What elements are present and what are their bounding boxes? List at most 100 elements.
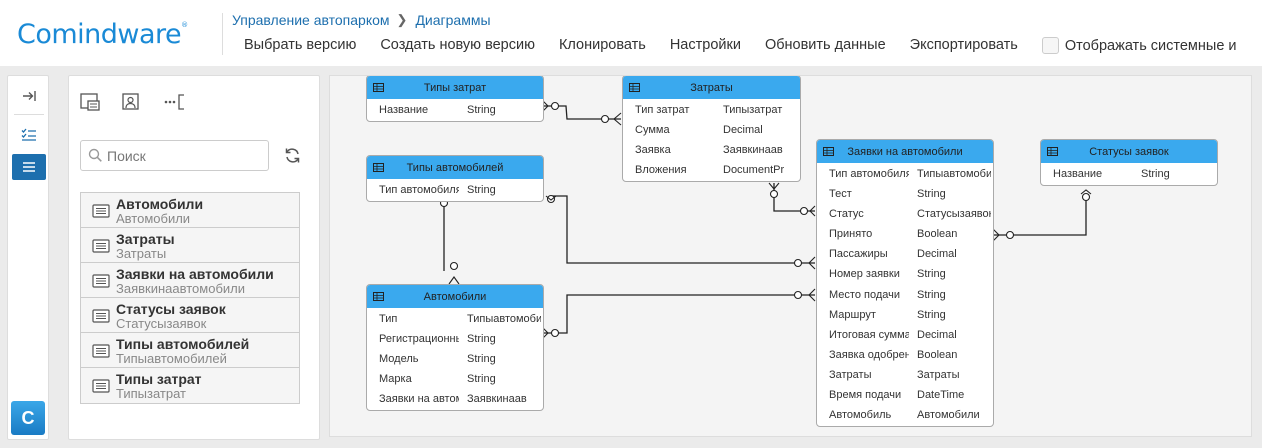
field-type: String — [467, 104, 496, 116]
export-button[interactable]: Экспортировать — [909, 37, 1018, 53]
table-icon — [373, 292, 384, 304]
show-system-checkbox[interactable]: Отображать системные и — [1041, 37, 1237, 54]
breadcrumb: Управление автопарком ❯ Диаграммы — [232, 12, 491, 28]
entity-title: Затраты — [690, 81, 733, 94]
field-name: Вложения — [635, 164, 687, 177]
collapse-icon[interactable] — [12, 83, 46, 109]
entity-header[interactable]: Статусы заявок — [1041, 140, 1217, 163]
entity-header[interactable]: Заявки на автомобили — [817, 140, 993, 163]
field-name: Марка — [379, 373, 412, 386]
search-icon — [88, 148, 102, 162]
breadcrumb-item-diagrams[interactable]: Диаграммы — [415, 12, 491, 28]
field-type: Типыавтомобилей — [917, 168, 991, 180]
entity-field-row[interactable]: Тип автомобиляТипыавтомобилей — [817, 165, 993, 185]
field-type: DocumentPr — [723, 164, 785, 177]
list-item-subtitle: Автомобили — [116, 211, 191, 226]
entity-field-row[interactable]: Тест String — [817, 185, 993, 205]
list-item-title: Типы автомобилей — [116, 336, 250, 352]
comindware-logo[interactable]: Comindware® — [17, 19, 188, 50]
create-version-button[interactable]: Создать новую версию — [380, 37, 535, 53]
clone-button[interactable]: Клонировать — [558, 37, 646, 53]
field-name: Маршрут — [829, 308, 876, 321]
entity-header[interactable]: Типы затрат — [367, 76, 543, 99]
field-name: Пассажиры — [829, 248, 888, 261]
ellipsis-bracket-icon[interactable] — [163, 91, 187, 113]
entity-header[interactable]: Типы автомобилей — [367, 156, 543, 179]
field-type: Boolean — [917, 228, 958, 241]
field-type: String — [467, 333, 496, 346]
refresh-data-button[interactable]: Обновить данные — [764, 37, 886, 53]
field-type: String — [467, 353, 496, 366]
field-type: String — [917, 308, 946, 321]
field-name: Название — [1053, 168, 1103, 180]
field-type: String — [467, 373, 496, 386]
field-name: Регистрационный — [379, 333, 459, 346]
field-name: Заявки на автомобили — [379, 393, 459, 406]
refresh-icon[interactable] — [281, 144, 303, 166]
app-badge[interactable]: C — [11, 401, 45, 435]
list-icon[interactable] — [12, 154, 46, 180]
field-type: Затраты — [917, 368, 960, 381]
field-type: Boolean — [917, 348, 958, 361]
checkbox-icon[interactable] — [1041, 37, 1059, 54]
field-type: String — [917, 188, 946, 201]
entity-field-row[interactable]: Вложения DocumentPr — [623, 161, 800, 181]
select-version-button[interactable]: Выбрать версию — [244, 37, 357, 53]
link-cars-requests — [543, 294, 815, 334]
checklist-icon[interactable] — [12, 122, 46, 148]
entity-header[interactable]: Автомобили — [367, 285, 543, 308]
field-name: Тест — [829, 188, 852, 201]
entity-header[interactable]: Затраты — [623, 76, 800, 99]
field-type: String — [1141, 168, 1170, 180]
diagram-view-icon[interactable] — [78, 91, 102, 113]
link-statuses-requests — [993, 195, 1087, 236]
list-item-subtitle: Затраты — [116, 246, 167, 261]
entity-field-row[interactable]: ТипТипыавтомобилей — [367, 310, 543, 330]
table-icon — [373, 83, 384, 95]
entity-field-row[interactable]: Маршрут String — [817, 306, 993, 326]
entity-field-row[interactable]: Название String — [1041, 165, 1217, 185]
field-type: Типызатрат — [723, 104, 783, 116]
entity-cars[interactable]: АвтомобилиТипТипыавтомобилейРегистрацион… — [366, 284, 544, 412]
settings-button[interactable]: Настройки — [669, 37, 741, 53]
entity-field-row[interactable]: Марка String — [367, 370, 543, 390]
list-item-title: Типы затрат — [116, 371, 202, 387]
search-input[interactable]: Поиск — [80, 140, 269, 171]
user-frame-icon[interactable] — [119, 91, 143, 113]
entity-field-row[interactable]: Регистрационный String — [367, 330, 543, 350]
field-name: Итоговая сумма — [829, 328, 909, 341]
breadcrumb-item-fleet[interactable]: Управление автопарком — [232, 12, 390, 28]
entity-title: Автомобили — [423, 290, 487, 303]
